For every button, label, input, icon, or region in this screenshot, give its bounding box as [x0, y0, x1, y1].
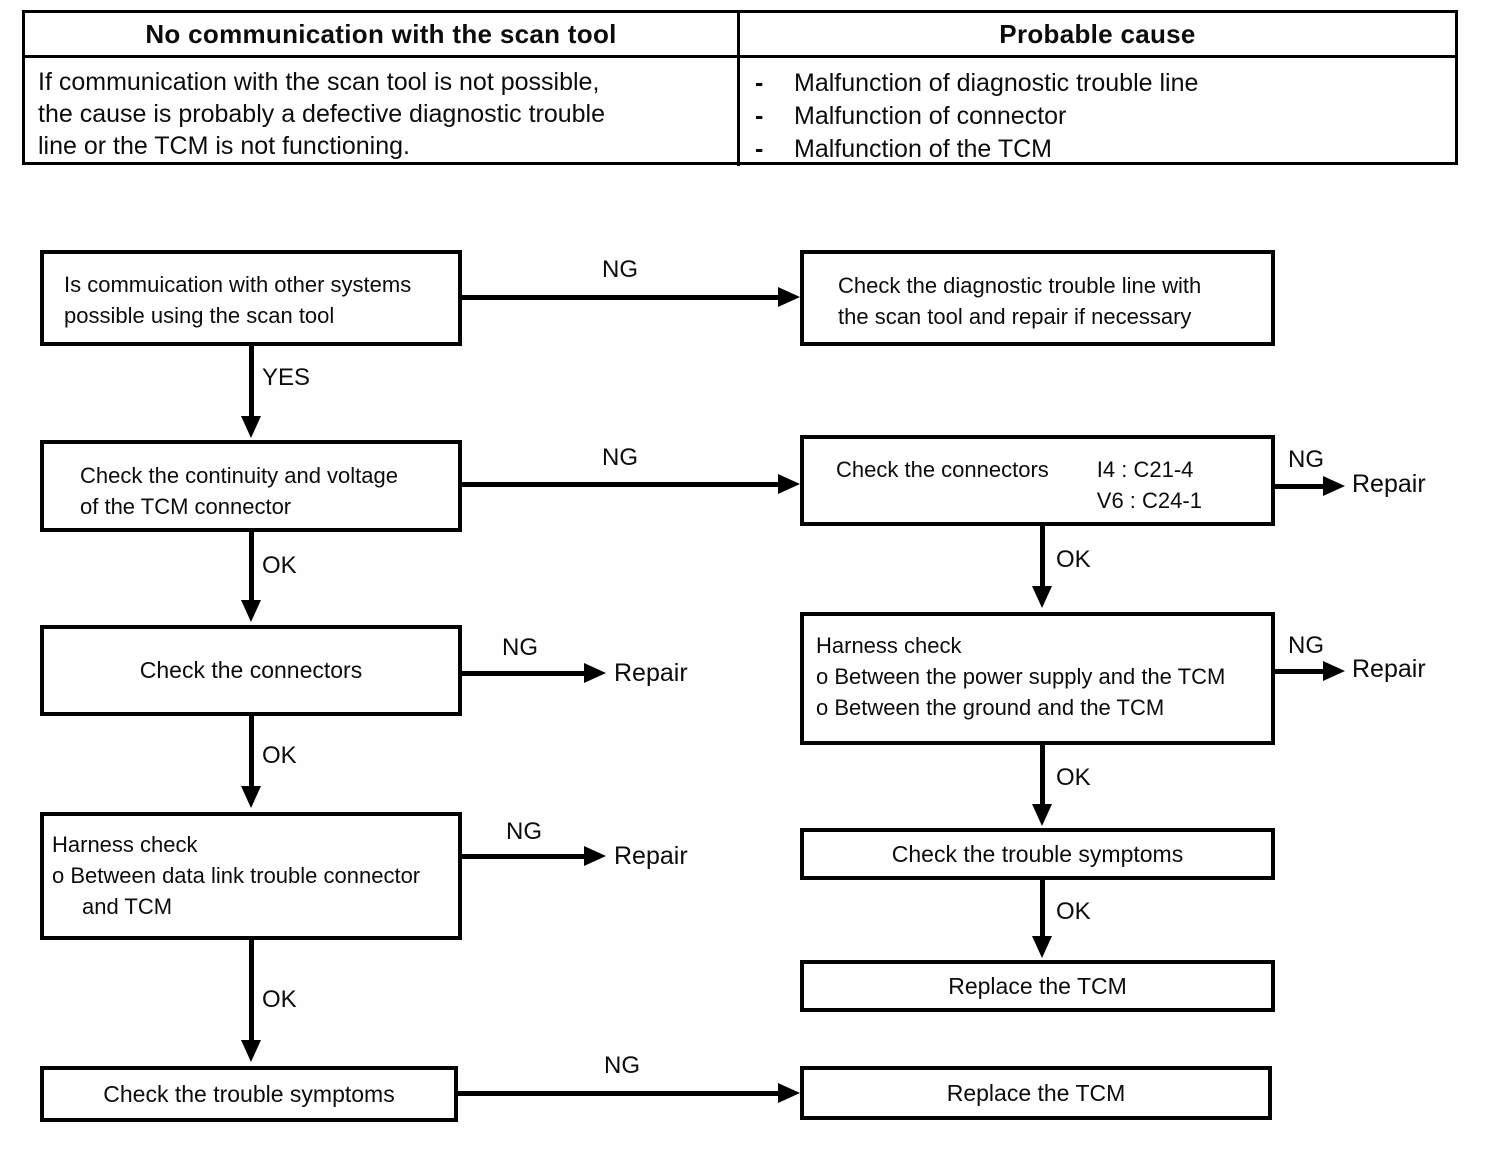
- label-ok: OK: [262, 742, 297, 769]
- arrow-line-ok-left-1: [249, 532, 254, 602]
- arrowhead-down-icon: [1032, 804, 1052, 826]
- box-line: Harness check: [816, 633, 962, 658]
- arrowhead-right-icon: [584, 846, 606, 866]
- box-line: o Between the power supply and the TCM: [816, 664, 1226, 689]
- cause-text: Malfunction of diagnostic trouble line: [794, 69, 1199, 97]
- cause-item: - Malfunction of diagnostic trouble line: [740, 67, 1455, 100]
- label-yes: YES: [262, 364, 311, 391]
- flow-box-other-systems: Is commuication with other systems possi…: [40, 250, 462, 346]
- arrow-line-yes: [249, 346, 254, 418]
- bullet-dash: -: [755, 135, 764, 163]
- label-ng: NG: [602, 256, 638, 283]
- flow-box-harness-check-left: Harness check o Between data link troubl…: [40, 812, 462, 940]
- label-ng: NG: [1288, 446, 1324, 473]
- flow-box-replace-tcm-mid: Replace the TCM: [800, 960, 1275, 1012]
- connector-code: V6 : C24-1: [1096, 488, 1202, 513]
- box-line: the scan tool and repair if necessary: [838, 304, 1192, 329]
- arrow-line-ng-top: [462, 295, 782, 300]
- box-line: of the TCM connector: [80, 494, 292, 519]
- box-line: and TCM: [82, 894, 173, 919]
- arrow-line-ng-harness-right: [1275, 669, 1325, 674]
- label-ok: OK: [1056, 546, 1091, 573]
- arrowhead-right-icon: [778, 1083, 800, 1103]
- flow-box-trouble-symptoms-right: Check the trouble symptoms: [800, 828, 1275, 880]
- label-ng: NG: [506, 818, 542, 845]
- flow-box-check-diagnostic-line: Check the diagnostic trouble line with t…: [800, 250, 1275, 346]
- arrowhead-right-icon: [778, 287, 800, 307]
- bullet-dash: -: [755, 69, 764, 97]
- probable-cause-header-cell: Probable cause: [740, 13, 1455, 58]
- arrowhead-down-icon: [241, 786, 261, 808]
- arrow-line-ng-bottom: [458, 1091, 780, 1096]
- label-ng: NG: [604, 1052, 640, 1079]
- arrow-line-ng-continuity: [462, 482, 782, 487]
- connector-code: I4 : C21-4: [1096, 457, 1194, 482]
- flow-box-check-connectors: Check the connectors: [40, 625, 462, 716]
- arrowhead-down-icon: [241, 1040, 261, 1062]
- arrowhead-down-icon: [241, 600, 261, 622]
- symptom-header-text: No communication with the scan tool: [145, 18, 617, 49]
- symptom-line: line or the TCM is not functioning.: [38, 132, 410, 160]
- cause-text: Malfunction of connector: [794, 102, 1067, 130]
- arrow-line-ng-connectors-left: [462, 671, 584, 676]
- label-repair: Repair: [1352, 470, 1426, 498]
- cause-text: Malfunction of the TCM: [794, 135, 1052, 163]
- symptom-line: the cause is probably a defective diagno…: [38, 100, 606, 128]
- arrowhead-down-icon: [1032, 586, 1052, 608]
- box-text: Check the connectors: [139, 657, 363, 683]
- arrowhead-right-icon: [778, 474, 800, 494]
- flow-box-check-continuity: Check the continuity and voltage of the …: [40, 440, 462, 532]
- symptom-description: If communication with the scan tool is n…: [25, 58, 740, 166]
- symptom-cause-table: No communication with the scan tool Prob…: [22, 10, 1458, 166]
- box-text: Check the trouble symptoms: [103, 1080, 395, 1107]
- box-line: o Between the ground and the TCM: [816, 695, 1165, 720]
- arrow-line-ok-right-2: [1040, 745, 1045, 806]
- cause-item: - Malfunction of the TCM: [740, 133, 1455, 166]
- arrow-line-ok-left-3: [249, 940, 254, 1042]
- box-line: Is commuication with other systems: [64, 272, 412, 297]
- cause-item: - Malfunction of connector: [740, 100, 1455, 133]
- label-repair: Repair: [614, 659, 688, 687]
- label-ok: OK: [262, 552, 297, 579]
- arrow-line-ok-right-3: [1040, 880, 1045, 938]
- flow-box-trouble-symptoms-left: Check the trouble symptoms: [40, 1066, 458, 1122]
- flow-box-replace-tcm-bottom: Replace the TCM: [800, 1066, 1272, 1120]
- arrow-line-ok-right-1: [1040, 526, 1045, 588]
- arrow-line-ng-harness-left: [462, 854, 584, 859]
- label-repair: Repair: [614, 842, 688, 870]
- box-line: o Between data link trouble connector: [52, 863, 421, 888]
- label-ok: OK: [262, 986, 297, 1013]
- label-ok: OK: [1056, 898, 1091, 925]
- probable-cause-list: - Malfunction of diagnostic trouble line…: [740, 58, 1455, 166]
- symptom-header-cell: No communication with the scan tool: [25, 13, 740, 58]
- label-ng: NG: [1288, 632, 1324, 659]
- box-text: Replace the TCM: [946, 1079, 1126, 1106]
- probable-cause-header-text: Probable cause: [999, 18, 1196, 49]
- arrowhead-right-icon: [584, 663, 606, 683]
- arrowhead-down-icon: [241, 416, 261, 438]
- label-ok: OK: [1056, 764, 1091, 791]
- box-line: Check the diagnostic trouble line with: [838, 273, 1202, 298]
- arrowhead-right-icon: [1323, 476, 1345, 496]
- arrowhead-right-icon: [1323, 661, 1345, 681]
- symptom-line: If communication with the scan tool is n…: [38, 68, 600, 96]
- box-text: Check the connectors: [836, 457, 1049, 482]
- label-repair: Repair: [1352, 655, 1426, 683]
- arrowhead-down-icon: [1032, 936, 1052, 958]
- box-line: possible using the scan tool: [64, 303, 335, 328]
- arrow-line-ok-left-2: [249, 716, 254, 788]
- box-text: Check the trouble symptoms: [891, 840, 1184, 867]
- box-text: Replace the TCM: [948, 972, 1127, 999]
- bullet-dash: -: [755, 102, 764, 130]
- arrow-line-ng-connectors-right: [1275, 484, 1325, 489]
- label-ng: NG: [502, 634, 538, 661]
- label-ng: NG: [602, 444, 638, 471]
- box-line: Harness check: [52, 832, 198, 857]
- box-line: Check the continuity and voltage: [80, 463, 398, 488]
- flow-box-check-connectors-codes: Check the connectors I4 : C21-4 V6 : C24…: [800, 435, 1275, 526]
- flow-box-harness-check-right: Harness check o Between the power supply…: [800, 612, 1275, 745]
